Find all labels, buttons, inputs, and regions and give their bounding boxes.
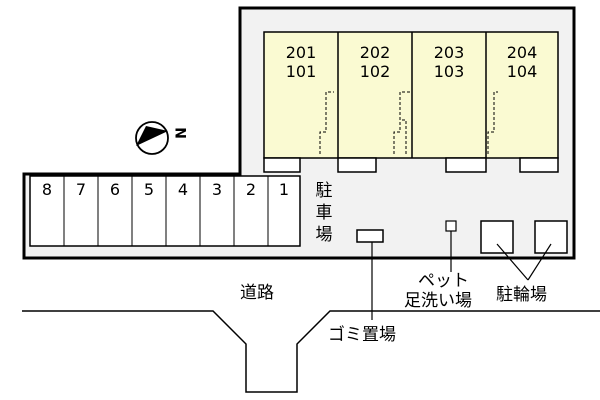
parking-space-number: 7 xyxy=(76,180,86,199)
unit-upper-number: 203 xyxy=(434,43,465,62)
parking-space-number: 1 xyxy=(279,180,289,199)
parking-space-number: 6 xyxy=(110,180,120,199)
parking-space-number: 2 xyxy=(246,180,256,199)
unit-lower-number: 101 xyxy=(286,62,317,81)
road-outline xyxy=(22,310,600,393)
compass-north-letter: N xyxy=(174,127,190,139)
parking-space-number: 8 xyxy=(42,180,52,199)
unit-lower-number: 102 xyxy=(360,62,391,81)
compass: N xyxy=(135,121,190,155)
parking-lot: 8 7 6 5 4 3 2 1 xyxy=(29,175,301,247)
road-label: 道路 xyxy=(240,283,274,303)
parking-label-char: 場 xyxy=(316,225,333,245)
parking-outline xyxy=(29,175,301,247)
parking-space-number: 5 xyxy=(144,180,154,199)
stair-outline xyxy=(393,91,410,154)
entrance-box xyxy=(263,157,301,173)
bicycle-parking-box xyxy=(480,220,514,254)
bicycle-parking-box xyxy=(534,220,568,254)
parking-space-number: 4 xyxy=(178,180,188,199)
bicycle-parking-label: 駐輪場 xyxy=(496,285,547,305)
bicycle-leader-line xyxy=(527,243,552,281)
unit-upper-number: 201 xyxy=(286,43,317,62)
parking-space-number: 3 xyxy=(212,180,222,199)
bicycle-leader-line xyxy=(496,243,529,281)
building-outline xyxy=(263,31,559,159)
parking-label-char: 車 xyxy=(316,203,333,223)
garbage-area-label: ゴミ置場 xyxy=(328,324,396,345)
entrance-box xyxy=(445,157,487,173)
pet-wash-label: ペット xyxy=(418,271,469,291)
compass-needle-icon xyxy=(136,126,168,146)
parking-label-char: 駐 xyxy=(316,181,333,201)
stair-outline xyxy=(319,91,334,154)
pet-wash-label: 足洗い場 xyxy=(404,291,472,311)
entrance-box xyxy=(337,157,377,173)
stair-outline xyxy=(487,91,498,154)
unit-upper-number: 204 xyxy=(507,43,538,62)
pet-wash-box xyxy=(445,220,457,232)
apartment-building: 201 101 202 102 203 103 204 104 xyxy=(263,31,559,173)
garbage-area-box xyxy=(356,229,384,243)
unit-lower-number: 103 xyxy=(434,62,465,81)
unit-lower-number: 104 xyxy=(507,62,538,81)
stair-outline xyxy=(399,92,407,154)
entrance-box xyxy=(519,157,559,173)
unit-upper-number: 202 xyxy=(360,43,391,62)
